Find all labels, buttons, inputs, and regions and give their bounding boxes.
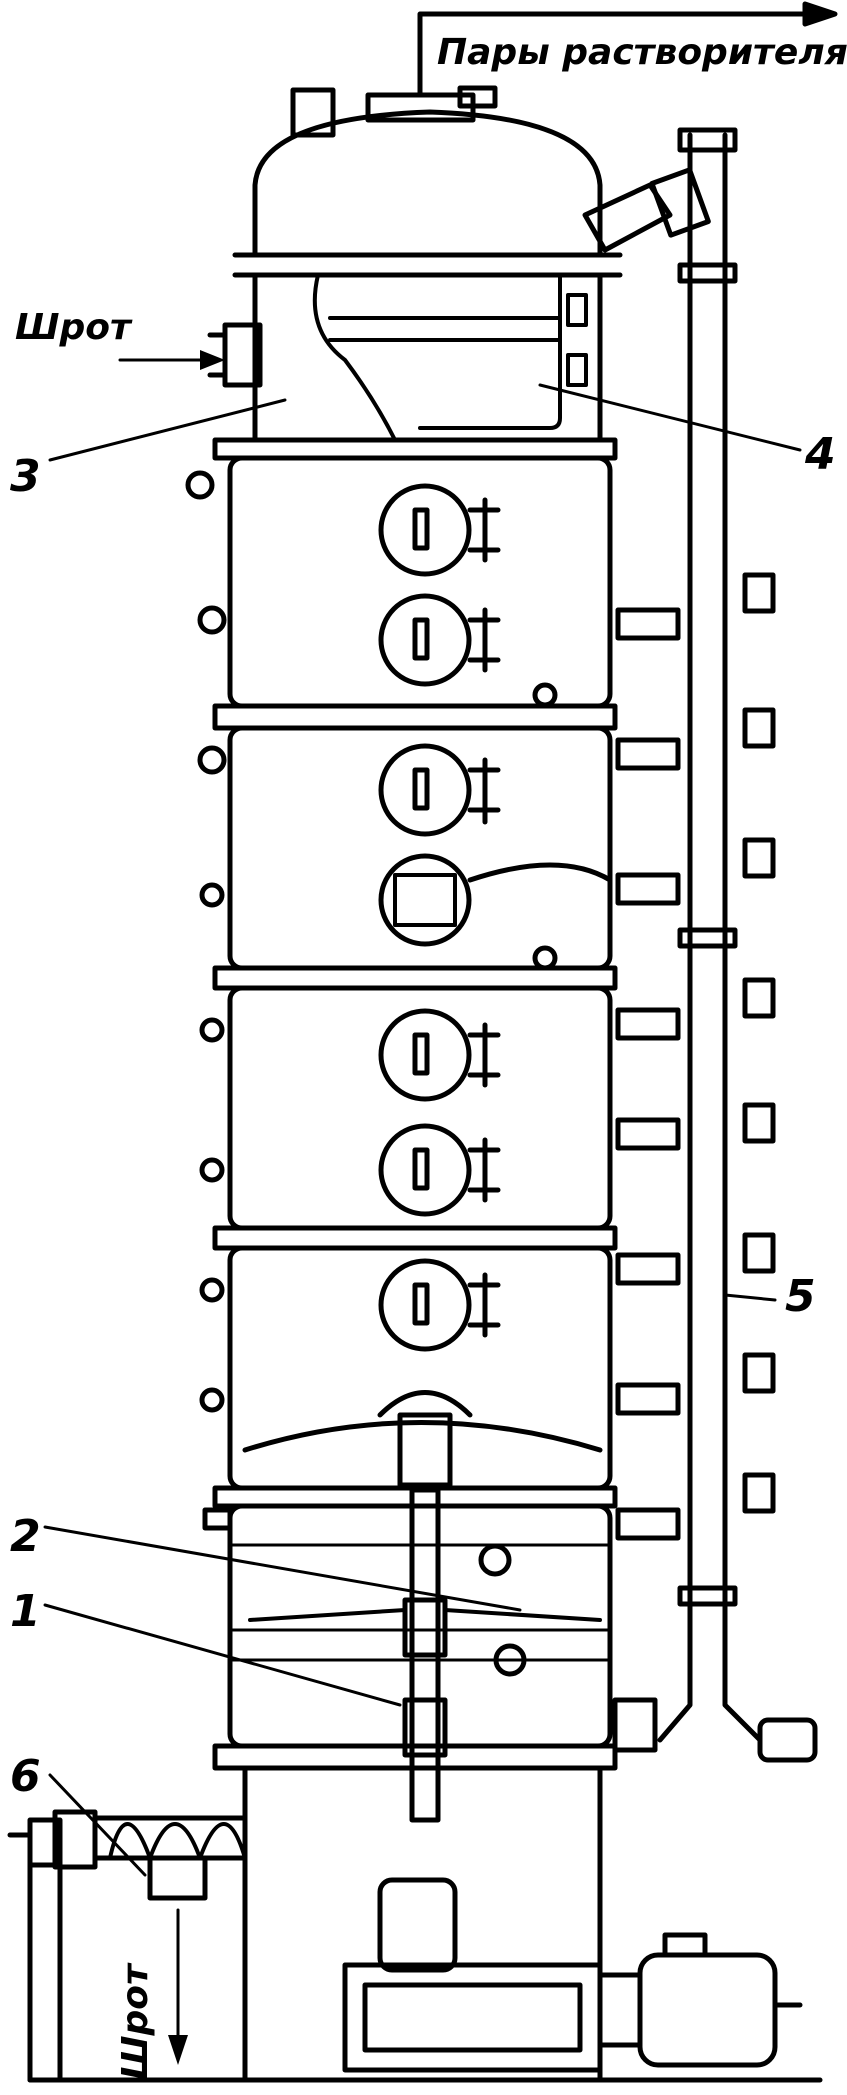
- top-dome: [207, 85, 711, 443]
- callout-5: 5: [785, 1271, 816, 1322]
- solvent-riser-pipe: [612, 127, 818, 1763]
- callout-2: 2: [10, 1511, 41, 1562]
- callout-1: 1: [10, 1586, 41, 1637]
- vapor-outlet-label: Пары растворителя: [437, 32, 847, 73]
- callout-3: 3: [10, 451, 41, 502]
- column-section-2: [197, 703, 618, 971]
- callout-6: 6: [10, 1751, 41, 1802]
- column-section-3: [199, 965, 618, 1231]
- column-section-4: [199, 1225, 618, 1491]
- discharge-screw: [7, 1809, 248, 2083]
- central-shaft: [248, 1487, 602, 1823]
- vapor-outlet-line: [417, 1, 838, 98]
- callout-4: 4: [805, 429, 836, 480]
- column-section-1: [185, 437, 618, 709]
- leader-lines: [43, 350, 802, 2065]
- base-and-drive: [27, 1743, 823, 2083]
- meal-inlet-label: Шрот: [15, 307, 131, 348]
- meal-outlet-label: Шрот: [115, 1964, 156, 2080]
- solvent-nozzles: [615, 572, 776, 1541]
